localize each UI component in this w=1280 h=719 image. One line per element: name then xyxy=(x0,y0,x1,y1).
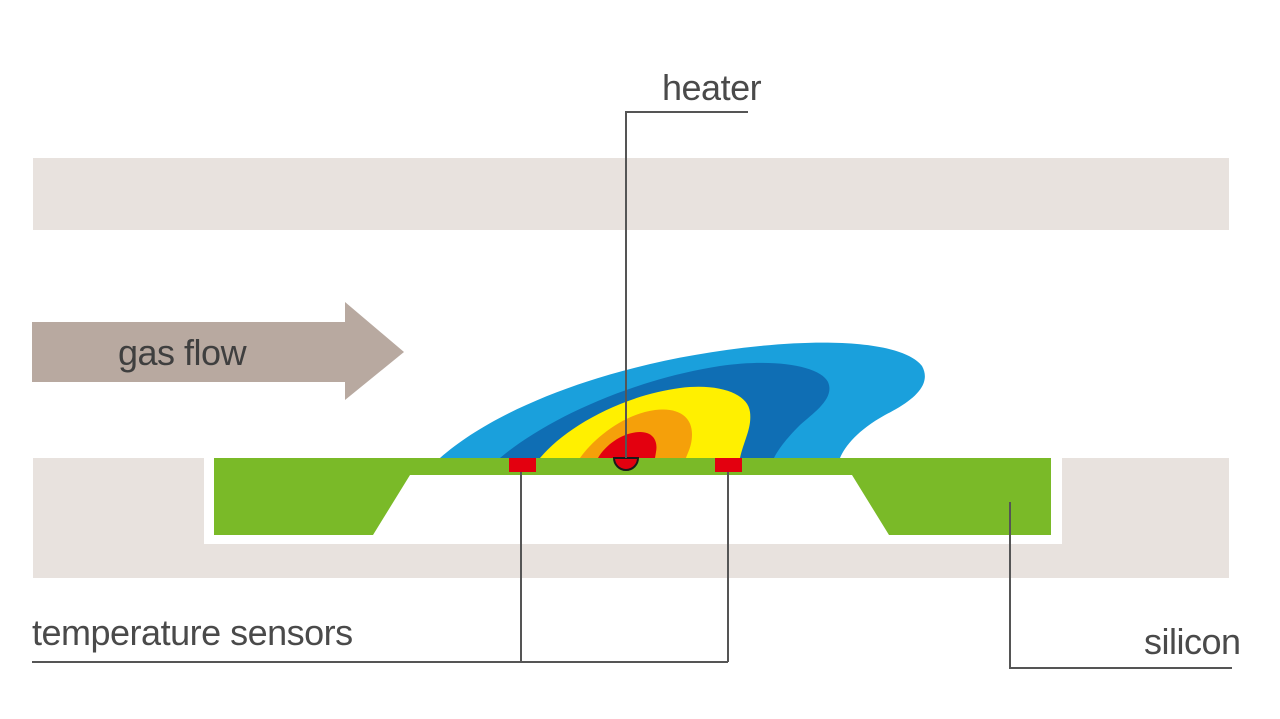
silicon-leader-line xyxy=(1009,502,1232,669)
heater-element xyxy=(612,457,640,471)
gas-flow-arrow xyxy=(32,302,404,400)
heater-label: heater xyxy=(662,67,762,108)
silicon-chip xyxy=(214,458,1051,535)
temperature-sensors-leader-line xyxy=(32,472,729,663)
downstream-temperature-sensor xyxy=(715,458,742,472)
silicon-label: silicon xyxy=(1144,621,1241,662)
plume-red xyxy=(598,432,657,458)
temperature-sensors-label: temperature sensors xyxy=(32,612,353,653)
gas-flow-label: gas flow xyxy=(118,332,248,373)
temperature-plume xyxy=(440,342,925,458)
upper-channel-wall xyxy=(33,158,1229,230)
upstream-temperature-sensor xyxy=(509,458,536,472)
heater-leader-line xyxy=(625,111,748,458)
